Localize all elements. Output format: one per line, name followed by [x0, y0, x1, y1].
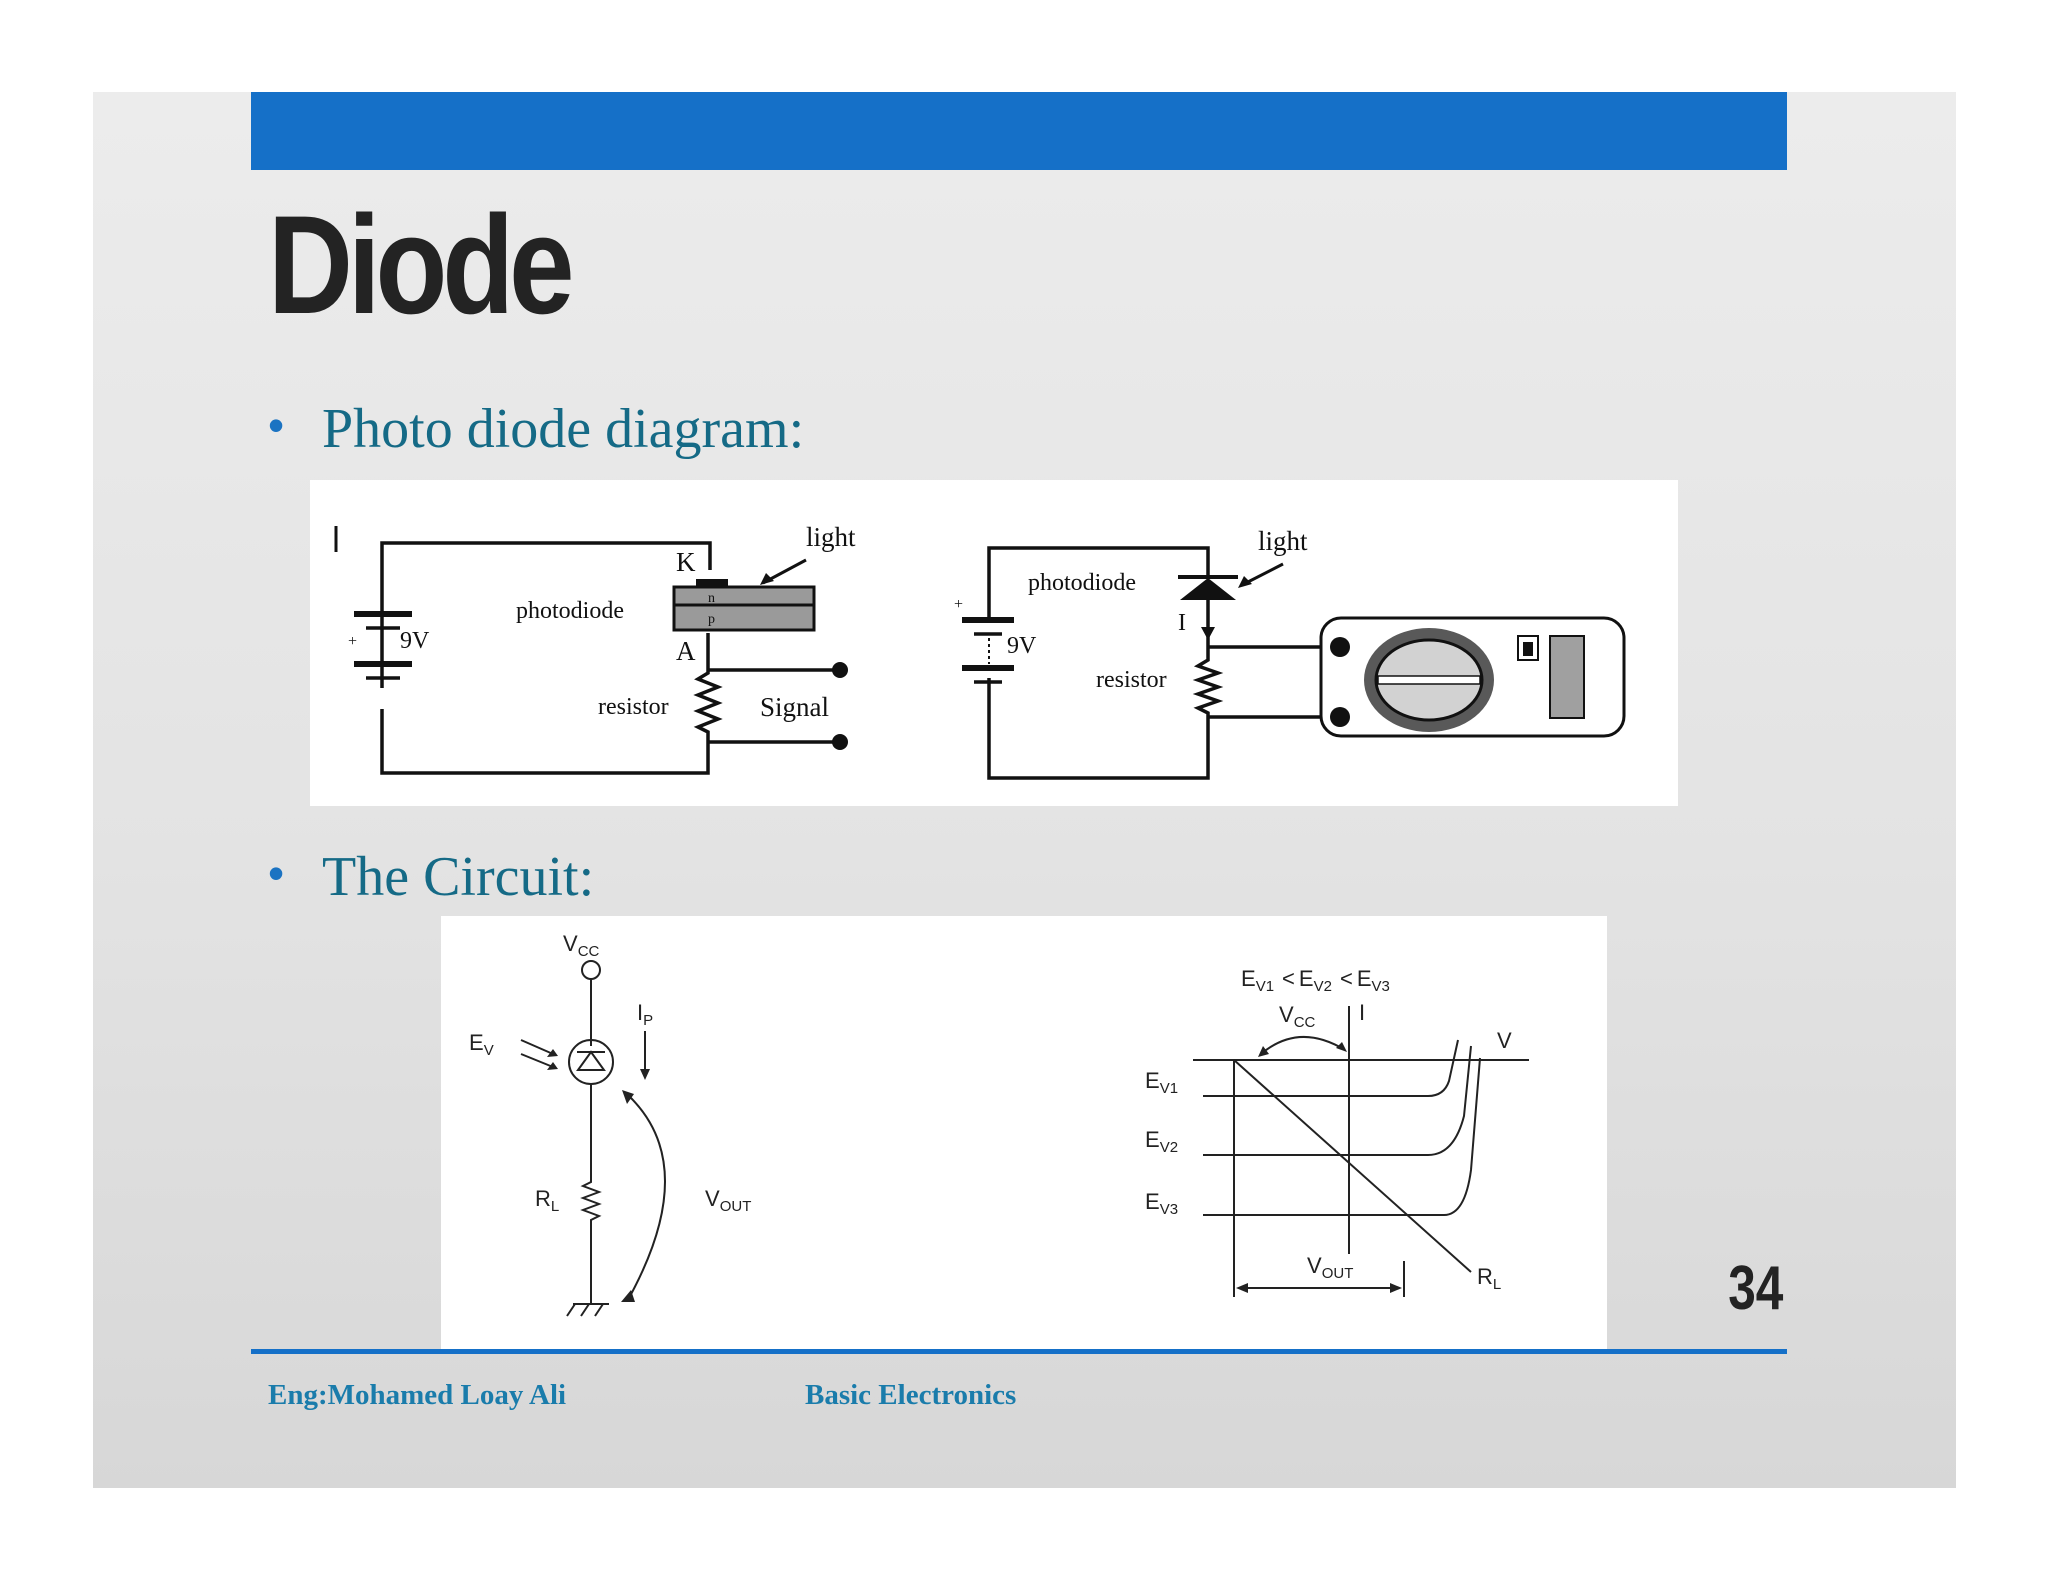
signal-label: Signal — [760, 692, 829, 722]
curve-ev3 — [1203, 1057, 1481, 1216]
rl-label: RL — [535, 1186, 559, 1215]
ev2-label: EV2 — [1145, 1127, 1178, 1156]
anode-label: A — [676, 636, 696, 666]
vcc-label: VCC — [563, 931, 600, 960]
header-accent-bar — [251, 92, 1787, 170]
ev1-label: EV1 — [1145, 1068, 1178, 1097]
left-plus-label: + — [348, 633, 357, 650]
vout-label: VOUT — [705, 1186, 751, 1215]
photodiode-diagram-panel: + 9V photodiode K A n p light resistor S… — [310, 480, 1678, 806]
footer-divider — [251, 1349, 1787, 1354]
cathode-label: K — [676, 547, 696, 577]
bullet-photodiode-diagram: • Photo diode diagram: — [268, 390, 804, 464]
right-light-label: light — [1258, 526, 1308, 556]
left-photodiode-label: photodiode — [516, 598, 624, 624]
right-photodiode-symbol — [1180, 578, 1236, 600]
photodiode-chip — [672, 579, 816, 632]
footer-course: Basic Electronics — [805, 1379, 1017, 1411]
voltage-axis-label: V — [1497, 1028, 1512, 1053]
footer-author: Eng:Mohamed Loay Ali — [268, 1379, 567, 1411]
ev3-label: EV3 — [1145, 1189, 1178, 1218]
curve-ev1 — [1203, 1039, 1459, 1097]
bullet-marker: • — [268, 399, 285, 451]
graph-rl-label: RL — [1477, 1264, 1501, 1293]
left-resistor-label: resistor — [598, 694, 669, 720]
right-resistor-label: resistor — [1096, 667, 1167, 693]
photodiode-diagram: + 9V photodiode K A n p light resistor S… — [334, 522, 1626, 780]
ev-label: EV — [469, 1030, 494, 1059]
left-light-label: light — [806, 522, 856, 552]
p-layer-label: p — [708, 612, 715, 627]
ip-label: IP — [637, 1000, 653, 1029]
right-current-label: I — [1178, 610, 1186, 636]
bullet-the-circuit: • The Circuit: — [268, 838, 594, 912]
slide-title: Diode — [268, 186, 575, 343]
right-battery-label: 9V — [1007, 633, 1037, 659]
photodiode-circuit-diagram: VCC EV IP RL VOUT EV1<EV2<EV3 — [469, 931, 1529, 1317]
n-layer-label: n — [708, 591, 715, 606]
left-battery-label: 9V — [400, 628, 430, 654]
page-number: 34 — [1728, 1254, 1784, 1323]
left-circuit — [334, 526, 848, 775]
current-axis-label: I — [1359, 1000, 1365, 1025]
characteristic-graph — [1193, 1006, 1529, 1297]
photodiode-circuit-panel: VCC EV IP RL VOUT EV1<EV2<EV3 — [441, 916, 1607, 1349]
graph-vcc-label: VCC — [1279, 1002, 1316, 1031]
bullet-text: The Circuit: — [322, 846, 595, 908]
photodiode-circuit — [520, 960, 666, 1317]
bullet-marker: • — [268, 847, 285, 899]
load-line — [1233, 1059, 1472, 1273]
graph-vout-label: VOUT — [1307, 1253, 1353, 1282]
ev-legend: EV1<EV2<EV3 — [1241, 966, 1390, 995]
right-circuit — [962, 546, 1337, 780]
curve-ev2 — [1203, 1045, 1472, 1156]
bullet-text: Photo diode diagram: — [322, 398, 805, 460]
right-photodiode-label: photodiode — [1028, 570, 1136, 596]
multimeter — [1319, 616, 1626, 738]
right-plus-label: + — [954, 596, 963, 613]
